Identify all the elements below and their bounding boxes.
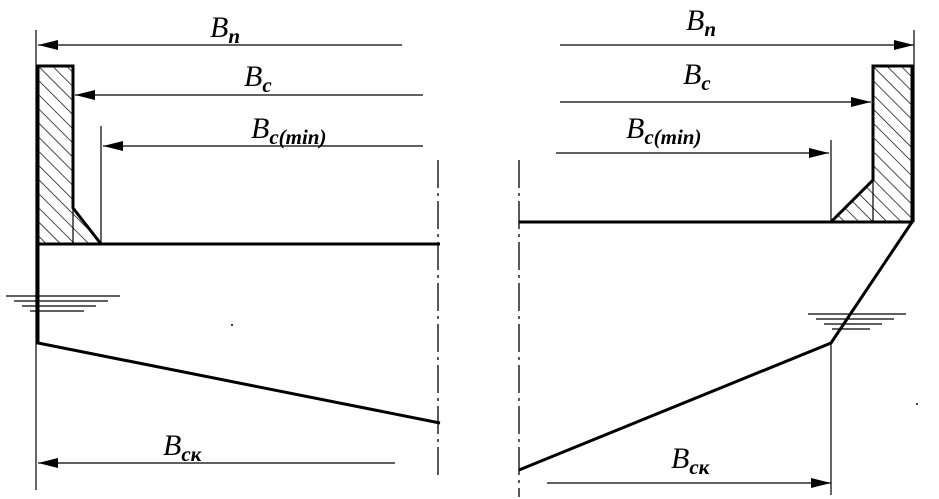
scan-speck (916, 403, 918, 405)
left-bc-label: Bc (244, 60, 272, 97)
left-wall-hatched (36, 64, 105, 246)
right-wall-hatched (827, 64, 914, 224)
left-bck-label: Bск (163, 429, 203, 466)
right-bck-label: Bск (671, 442, 711, 479)
right-water-level-icon (808, 313, 906, 330)
right-section: Bn Bc Bc(min) Bск (518, 4, 915, 497)
left-section: Bn Bc Bc(min) Bск (6, 11, 441, 490)
right-bc-label: Bc (683, 58, 711, 95)
right-body-outline (518, 221, 914, 472)
right-bn-label: Bn (686, 4, 716, 41)
left-water-level-icon (6, 295, 120, 312)
scan-speck (231, 324, 233, 326)
left-bn-label: Bn (210, 11, 240, 48)
left-bcmin-label: Bc(min) (251, 112, 326, 149)
right-bcmin-label: Bc(min) (626, 112, 701, 149)
left-body-outline (36, 244, 441, 425)
